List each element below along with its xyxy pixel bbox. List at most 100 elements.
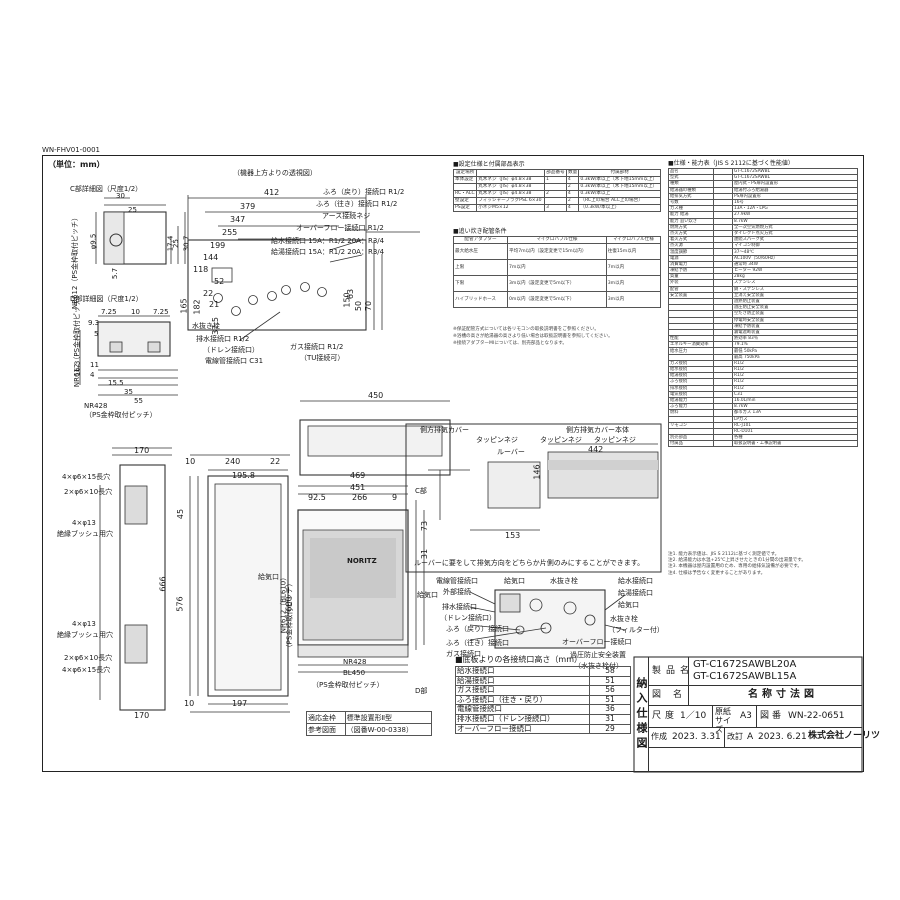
top-dim-21: 21 [209,300,220,309]
front-dim-195-8: 195.8 [232,471,255,480]
height-name: ガス接続口 [455,685,590,696]
height-value: 51 [589,675,631,687]
product-row: 製品名 GT-C1672SAWBL20A GT-C1672SAWBL15A [648,657,862,686]
d-dim-35: 35 [124,388,133,396]
top-dim-50: 50 [354,300,364,312]
cell [713,440,733,448]
front-dim-92-5: 92.5 [308,493,326,502]
cell: 4 [565,190,580,198]
acc-h1 [476,169,546,177]
drawing-no: WN-22-0651 [788,711,845,721]
pipe-header-row: 配管アダプター マイクロバブル仕様 マイクロバブル仕様 [453,236,662,244]
d-dim-55: 55 [134,397,143,405]
detail-c-title: C部詳細図（尺度1/2） [70,185,143,193]
front-dim-197: 197 [232,699,248,708]
bv-conduit: 電線管接続口 [436,577,478,585]
front-dim-73: 73 [420,520,430,532]
size-value: A3 [740,711,752,721]
front-dim-22: 22 [270,457,281,466]
cell: 0.3kW/本以上（木下地15mm以上） [578,183,661,191]
pipe-note-1: ※保証配管方式については各リモコンの取扱説明書をご参照ください。 [453,327,600,332]
top-dim-255: 255 [222,228,238,237]
callout-overflow: オーバーフロー接続口 R1/2 [296,224,384,232]
callout-drain-connection: 排水接続口 R1/2 [196,335,250,343]
revised-mark: A [747,732,754,742]
document-code: WN-FHV01-0001 [42,146,101,154]
front-dim-10: 10 [185,457,196,466]
divider [688,685,689,705]
scale-label: 尺度 [652,711,679,721]
revised-label: 改訂 [727,732,743,741]
cell: 最大給水圧 [453,243,508,260]
cell: 標準設置形Ⅱ型 [344,711,433,724]
d-nr428: NR428 [84,402,108,410]
pipe-table: 配管アダプター マイクロバブル仕様 マイクロバブル仕様 最大給水圧平均7m以内（… [453,236,662,308]
bv-drain: 排水接続口 [442,603,477,611]
cell: 丸木ネジ（JIS）φ4.8×38 [476,176,546,184]
acc-h3: 数量 [565,169,580,177]
slot-label-2: 2×φ6×10長穴 [64,488,113,496]
cell: 4 [565,204,580,212]
pipe-h0: 配管アダプター [453,236,508,244]
front-dim-10b: 10 [184,699,195,708]
bv-air-intake-2: 給気口 [618,601,639,609]
cover-label-tapping-1: タッピンネジ [476,436,518,444]
table-row: 最大給水圧平均7m以内（設定変更で15m以内）往復15m以内 [453,243,662,260]
hole-label-1: 4×φ13 [72,519,96,527]
table-row: 凍結予防ヒーター 92W [668,266,858,275]
bv-relief-plug: （水抜き栓付） [574,662,623,670]
bv-gas: ガス接続口 [446,650,481,658]
cell: 0.3kW/本以上 [578,190,661,198]
spec-notes: 注1. 能力表示値は、JIS S 2112に基づく測定値です。 注2. 給湯能力… [668,552,858,577]
cell: 壁設定 [452,197,478,205]
cell: 7m以内 [507,259,607,276]
c-dim-phi: φ9.5 [89,233,98,250]
front-ps-pitch-h: （PS金枠取付ピッチ） [312,681,384,689]
d-dim-5: 5 [94,330,99,338]
cell: 丸木ネジ（JIS）φ4.8×38 [476,183,546,191]
cell: 2 [565,183,580,191]
title-side-label: 納入仕様図 [634,657,649,772]
cell: （RC上の場合 ALC上の場合） [578,197,661,205]
front-dim-9: 9 [392,493,398,502]
drawing-name: 名称寸法図 [748,689,818,700]
front-nr428: NR428 [343,658,367,666]
top-dim-52: 52 [214,277,225,286]
d-dim-7-25b: 7.25 [153,308,169,316]
height-name: ふろ接続口（往き・戻り） [455,694,590,706]
product-label: 製品名 [652,666,695,676]
company-name: 株式会社ノーリツ [808,731,881,741]
table-row: 参考図面 （図番W-00-0338） [306,723,433,736]
revised-date: 2023. 6.21 [758,732,807,742]
cell: RC・ALC [452,190,478,198]
acc-h2: 部品番号 [544,169,567,177]
bv-air-intake-1: 給気口 [504,577,525,585]
d-dim-7-25a: 7.25 [101,308,117,316]
d-dim-10: 10 [131,308,140,316]
bushing-label-1: 絶縁ブッシュ用穴 [57,530,113,538]
d-dim-15-5: 15.5 [108,379,124,387]
cover-label-tapping-2: タッピンネジ [540,436,582,444]
top-dim-199: 199 [210,241,226,250]
cell: 上限 [453,259,508,276]
scale-value: 1／10 [680,711,707,721]
cover-dim-153: 153 [505,531,521,540]
d-dim-11: 11 [90,361,99,369]
cell: 平均7m以内（設定変更で15m以内） [507,243,607,260]
front-dim-666: 666 [158,576,168,592]
table-row: ふろ接続口（往き・戻り）51 [455,694,631,706]
front-dim-451: 451 [350,483,366,492]
slot-label-1: 4×φ6×15長穴 [62,473,111,481]
cover-dim-442: 442 [588,445,604,454]
acc-h0: 設定場所 [452,169,478,177]
cell: 3 [544,204,567,212]
divider [688,657,689,685]
cell: 3m以内 [605,291,662,308]
pipe-note-3: ※接続アダプターMIについては、別売部品となります。 [453,341,567,346]
air-intake-label-1: 給気口 [258,573,279,581]
cell: 下限 [453,275,508,292]
